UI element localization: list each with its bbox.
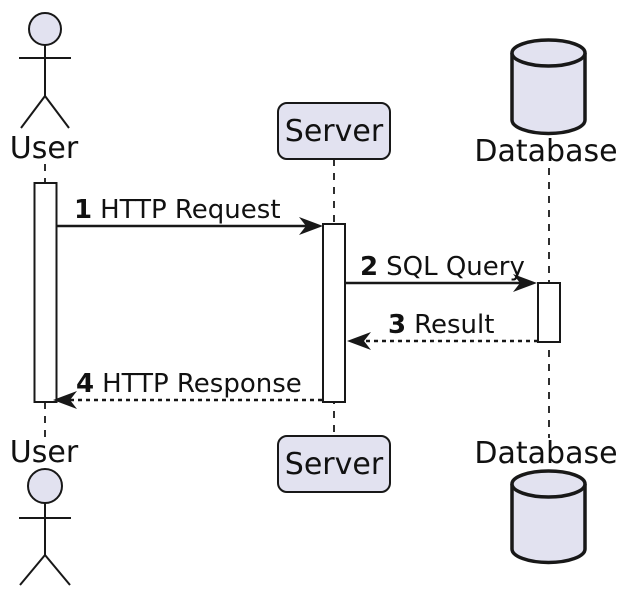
actor-user-top: User	[10, 12, 79, 166]
message-4: 4 HTTP Response	[53, 369, 322, 409]
database-cylinder-icon	[510, 484, 587, 565]
database-cylinder-top-icon	[510, 38, 587, 68]
database-cylinder-top-icon	[510, 469, 587, 499]
participant-box	[277, 102, 391, 160]
database-cylinder-icon	[510, 53, 587, 136]
actor-head-icon	[28, 12, 62, 46]
arrowhead-right-icon	[299, 217, 323, 235]
message-4-number: 4	[76, 369, 94, 399]
message-3: 3 Result	[347, 310, 538, 350]
participant-database-bottom: Database	[474, 436, 617, 565]
message-2-label: 2 SQL Query	[360, 252, 525, 282]
message-2: 2 SQL Query	[345, 252, 537, 292]
arrowhead-right-icon	[513, 274, 537, 292]
activation-bar-user	[33, 182, 58, 403]
message-1-number: 1	[74, 195, 92, 225]
message-3-label: 3 Result	[388, 310, 494, 340]
participant-label-database-bottom: Database	[474, 436, 617, 471]
activation-bar-server	[322, 223, 346, 403]
actor-leg-icon	[44, 554, 71, 586]
actor-head-icon	[27, 468, 63, 504]
arrowhead-left-icon	[347, 332, 371, 350]
message-1-label: 1 HTTP Request	[74, 195, 281, 225]
actor-leg-icon	[20, 95, 46, 129]
message-2-number: 2	[360, 252, 378, 282]
message-4-text: HTTP Response	[102, 369, 302, 399]
participant-label-user-top: User	[10, 131, 79, 166]
activation-bar-database	[537, 282, 561, 343]
actor-leg-icon	[44, 95, 70, 129]
participant-server-bottom: Server	[277, 435, 391, 493]
message-2-text: SQL Query	[386, 252, 525, 282]
participant-label-server-top: Server	[285, 114, 384, 149]
participant-box	[277, 435, 391, 493]
actor-user-bottom: User	[10, 435, 79, 586]
participant-label-server-bottom: Server	[285, 447, 384, 482]
participant-server-top: Server	[277, 102, 391, 160]
message-4-label: 4 HTTP Response	[76, 369, 302, 399]
message-1-text: HTTP Request	[100, 195, 280, 225]
message-3-number: 3	[388, 310, 406, 340]
message-1: 1 HTTP Request	[56, 195, 323, 235]
arrowhead-left-icon	[53, 391, 77, 409]
participant-label-database-top: Database	[474, 134, 617, 169]
participant-label-user-bottom: User	[10, 435, 79, 470]
participant-database-top: Database	[474, 38, 617, 169]
message-3-text: Result	[414, 310, 494, 340]
actor-leg-icon	[19, 554, 46, 586]
